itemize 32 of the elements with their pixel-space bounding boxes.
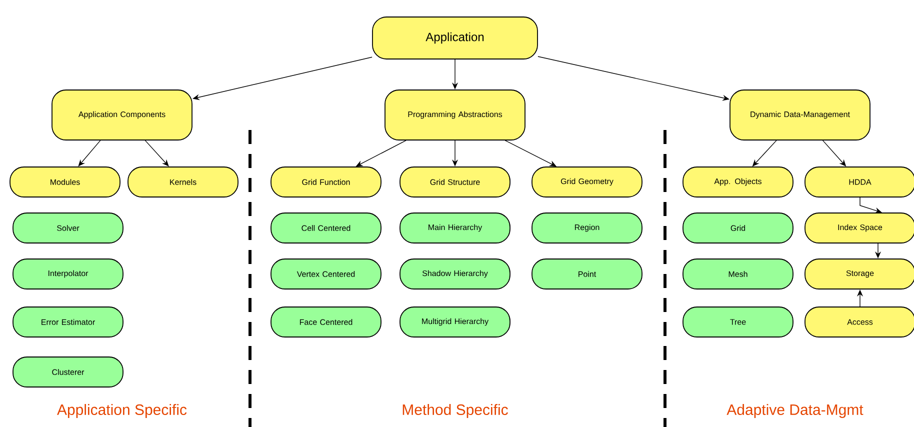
rounded-box: Index Space: [804, 212, 914, 244]
rounded-box: Error Estimator: [12, 306, 124, 338]
rounded-box: Vertex Centered: [270, 258, 382, 290]
rounded-box: Point: [532, 258, 642, 290]
rounded-box: Mesh: [682, 258, 794, 290]
rounded-box: Cell Centered: [270, 212, 382, 244]
rounded-box: Main Hierarchy: [400, 212, 510, 244]
rounded-box: Modules: [10, 166, 120, 198]
rounded-box: Kernels: [128, 166, 238, 198]
rounded-box: Programming Abstractions: [384, 90, 526, 140]
rounded-box: Shadow Hierarchy: [400, 258, 510, 290]
rounded-box: Dynamic Data-Management: [730, 90, 870, 140]
rounded-box: Solver: [12, 212, 124, 244]
rounded-box: Grid Function: [270, 166, 382, 198]
rounded-box: Multigrid Hierarchy: [400, 306, 510, 338]
rounded-box: App. Objects: [682, 166, 794, 198]
rounded-box: Storage: [804, 258, 914, 290]
rounded-box: Access: [804, 306, 914, 338]
rounded-box: Region: [532, 212, 642, 244]
rounded-box: Application: [372, 16, 538, 60]
rounded-box: HDDA: [804, 166, 914, 198]
rounded-box: Face Centered: [270, 306, 382, 338]
section-label: Method Specific: [402, 404, 508, 418]
rounded-box: Grid Geometry: [532, 166, 642, 198]
rounded-box: Clusterer: [12, 356, 124, 388]
rounded-box: Interpolator: [12, 258, 124, 290]
rounded-box: Grid Structure: [400, 166, 510, 198]
rounded-box: Application Components: [52, 90, 192, 140]
section-label: Application Specific: [57, 404, 187, 418]
rounded-box: Grid: [682, 212, 794, 244]
section-label: Adaptive Data-Mgmt: [726, 404, 864, 418]
rounded-box: Tree: [682, 306, 794, 338]
